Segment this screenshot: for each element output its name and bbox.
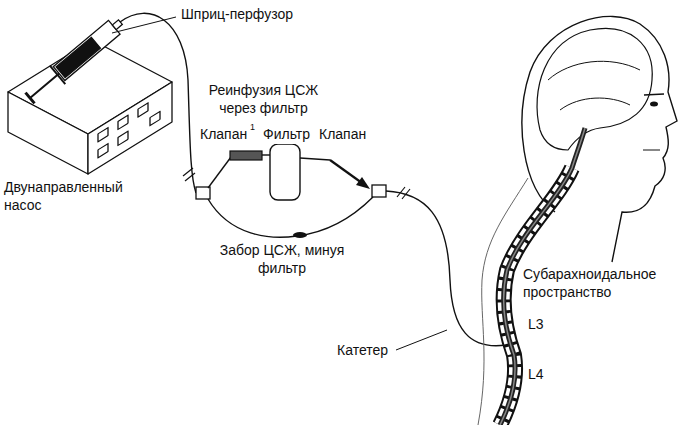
pump-button bbox=[150, 111, 160, 125]
tube bbox=[300, 158, 330, 160]
eye bbox=[650, 102, 658, 107]
mouth bbox=[643, 150, 660, 151]
pump-button bbox=[98, 128, 108, 142]
head-outline bbox=[522, 16, 677, 262]
plunger-plate bbox=[26, 93, 35, 104]
pump-side bbox=[88, 82, 172, 174]
syringe-fluid bbox=[56, 37, 100, 77]
flow-label: Забор ЦСЖ, минуя фильтр bbox=[206, 242, 358, 277]
pump-button bbox=[98, 144, 108, 158]
eyebrow bbox=[644, 94, 664, 95]
pump-tube bbox=[120, 13, 196, 193]
brain-outline bbox=[537, 28, 652, 150]
break-mark bbox=[183, 168, 193, 176]
vertebra-label: L4 bbox=[527, 366, 545, 384]
break-mark bbox=[402, 189, 410, 199]
break-mark bbox=[185, 173, 195, 181]
pump-button bbox=[118, 131, 128, 145]
syringe bbox=[22, 13, 128, 107]
leader-line bbox=[396, 330, 447, 350]
part-label: Двунаправленный насос bbox=[3, 179, 145, 214]
bypass-clamp bbox=[293, 232, 307, 238]
anatomy-label: Субарахноидальное пространство bbox=[522, 266, 679, 301]
brain-fold bbox=[560, 98, 630, 110]
connector bbox=[372, 185, 386, 197]
pump-buttons bbox=[98, 95, 160, 157]
plunger-rod bbox=[30, 72, 61, 98]
vertebra-label: L3 bbox=[527, 316, 545, 334]
pump-button bbox=[118, 115, 128, 129]
leader-line bbox=[112, 17, 176, 33]
callout-number: 1 bbox=[249, 122, 256, 133]
syringe-barrel bbox=[53, 20, 120, 80]
filter bbox=[270, 144, 300, 200]
catheter-line bbox=[386, 191, 506, 346]
barrel-flange bbox=[50, 66, 65, 84]
bypass-tube bbox=[208, 197, 373, 237]
valve bbox=[230, 151, 262, 160]
part-label: Фильтр bbox=[262, 126, 311, 144]
pump-front bbox=[8, 92, 88, 174]
pump-button bbox=[138, 103, 148, 117]
part-label: Клапан bbox=[199, 126, 248, 144]
brain-fold bbox=[548, 61, 640, 80]
part-label: Катетер bbox=[336, 342, 389, 360]
connector bbox=[196, 187, 210, 199]
valve-arrow bbox=[356, 177, 370, 189]
flow-label: Реинфузия ЦСЖ через фильтр bbox=[200, 82, 327, 117]
part-label: Шприц-перфузор bbox=[180, 6, 294, 24]
part-label: Клапан bbox=[318, 126, 367, 144]
valve bbox=[330, 160, 362, 183]
break-mark bbox=[397, 187, 405, 197]
tube bbox=[208, 157, 231, 188]
